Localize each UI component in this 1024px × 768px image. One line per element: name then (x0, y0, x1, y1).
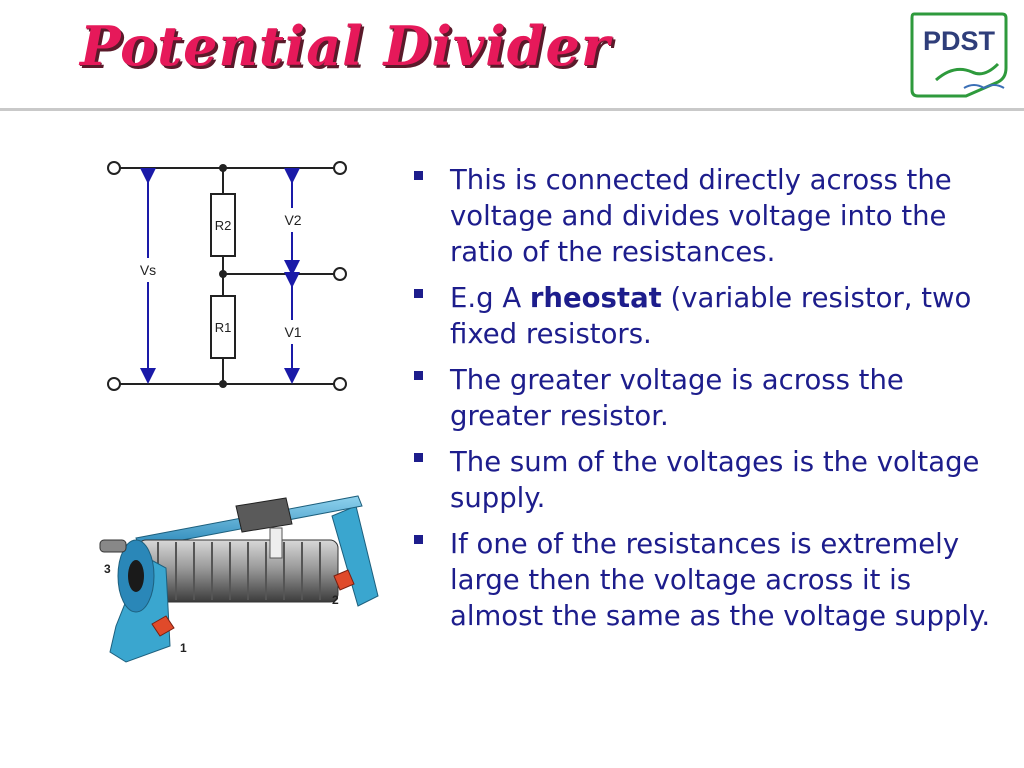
logo-text: PDST (923, 26, 996, 56)
vs-label: Vs (140, 262, 156, 278)
rheostat-base-right (331, 505, 379, 607)
v1-label: V1 (284, 324, 301, 340)
bullet-text: If one of the resistances is extremely l… (450, 528, 991, 632)
bullet-item: The greater voltage is across the greate… (408, 362, 998, 434)
resistor-r2 (210, 193, 236, 257)
coil-windings (157, 542, 321, 600)
pdst-logo: PDST (910, 12, 1008, 98)
bullet-text-pre: E.g A (450, 282, 530, 314)
bullet-item: The sum of the voltages is the voltage s… (408, 444, 998, 516)
slide-title: Potential Divider (80, 14, 611, 78)
bullet-text-post: (variable resistor, two fixed resistors. (450, 282, 972, 350)
bullet-text-bold: rheostat (529, 282, 662, 314)
r2-label: R2 (215, 218, 232, 233)
resistor-r1 (210, 295, 236, 359)
potential-divider-circuit: R2 R1 Vs V2 V1 (107, 161, 347, 391)
square-bullet-icon (414, 289, 423, 298)
r1-label: R1 (215, 320, 232, 335)
square-bullet-icon (414, 535, 423, 544)
rheostat-slider-block (235, 497, 293, 533)
bullet-text: This is connected directly across the vo… (450, 164, 952, 268)
square-bullet-icon (414, 453, 423, 462)
bullet-text: The greater voltage is across the greate… (450, 364, 904, 432)
rheostat-coil (137, 539, 339, 603)
circuit-junctions (219, 164, 227, 388)
rheostat-illustration: 3 2 1 (99, 495, 379, 663)
logo-book (963, 84, 1005, 90)
rheostat-slider-contact (269, 527, 283, 559)
terminal-label-3: 3 (104, 562, 111, 576)
title-divider (0, 108, 1024, 111)
terminal-label-2: 2 (332, 593, 339, 607)
logo-frame (910, 12, 1008, 98)
logo-swoosh (935, 62, 1000, 82)
bullet-item: This is connected directly across the vo… (408, 162, 998, 270)
square-bullet-icon (414, 371, 423, 380)
terminal-2-icon (333, 569, 355, 591)
bullet-item: E.g A rheostat (variable resistor, two f… (408, 280, 998, 352)
terminal-label-1: 1 (180, 641, 187, 655)
circuit-terminals (107, 161, 347, 391)
v2-label: V2 (284, 212, 301, 228)
bullet-text: The sum of the voltages is the voltage s… (450, 446, 980, 514)
bullet-list: This is connected directly across the vo… (408, 162, 998, 644)
bullet-item: If one of the resistances is extremely l… (408, 526, 998, 634)
square-bullet-icon (414, 171, 423, 180)
terminal-1-icon (151, 615, 175, 637)
rheostat-knob (99, 539, 127, 553)
